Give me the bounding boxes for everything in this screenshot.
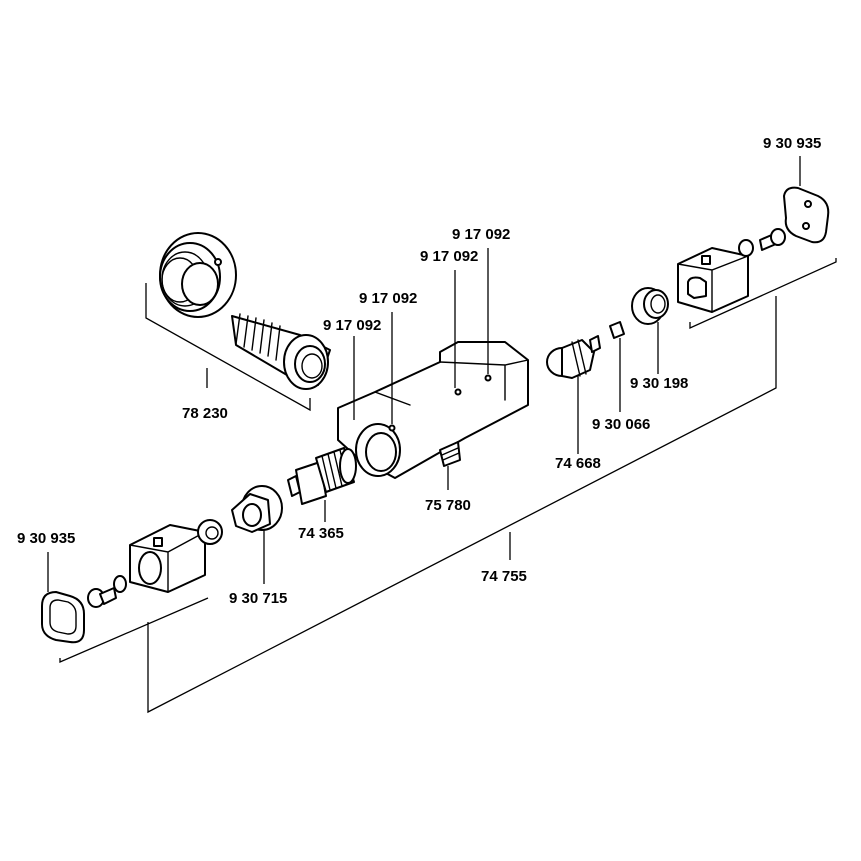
part-78230-corrugated-connector [231, 313, 331, 390]
label-78230: 78 230 [182, 405, 228, 422]
part-930935-left-cap [41, 591, 85, 644]
label-930935-left: 9 30 935 [17, 530, 76, 547]
label-74365: 74 365 [298, 525, 344, 542]
part-74668-check-valve [546, 335, 601, 379]
label-930198: 9 30 198 [630, 375, 689, 392]
part-right-screw [759, 228, 786, 251]
bracket-74755 [59, 296, 777, 714]
part-right-washer [738, 239, 754, 257]
part-left-spline-adapter [197, 519, 223, 545]
label-74668: 74 668 [555, 455, 601, 472]
part-left-handle [129, 524, 206, 593]
label-917092-a: 9 17 092 [452, 226, 511, 243]
part-930935-right-cap [783, 186, 830, 244]
label-930715: 9 30 715 [229, 590, 288, 607]
part-left-screw [87, 587, 117, 608]
leader-78230 [145, 283, 311, 412]
part-930715-limit-ring [231, 485, 283, 533]
part-valve-body [337, 341, 529, 479]
part-74365-thermostat-cartridge [287, 447, 357, 505]
label-917092-d: 9 17 092 [323, 317, 382, 334]
label-75780: 75 780 [425, 497, 471, 514]
label-917092-c: 9 17 092 [359, 290, 418, 307]
part-right-handle [677, 247, 749, 313]
label-917092-b: 9 17 092 [420, 248, 479, 265]
label-930935-right: 9 30 935 [763, 135, 822, 152]
part-930066-screw [609, 321, 625, 339]
label-930066: 9 30 066 [592, 416, 651, 433]
part-930198-ring [631, 287, 669, 325]
part-left-washer [113, 575, 127, 593]
part-78230-ring-nut [159, 232, 237, 318]
bracket-right-group [689, 258, 837, 330]
label-74755: 74 755 [481, 568, 527, 585]
